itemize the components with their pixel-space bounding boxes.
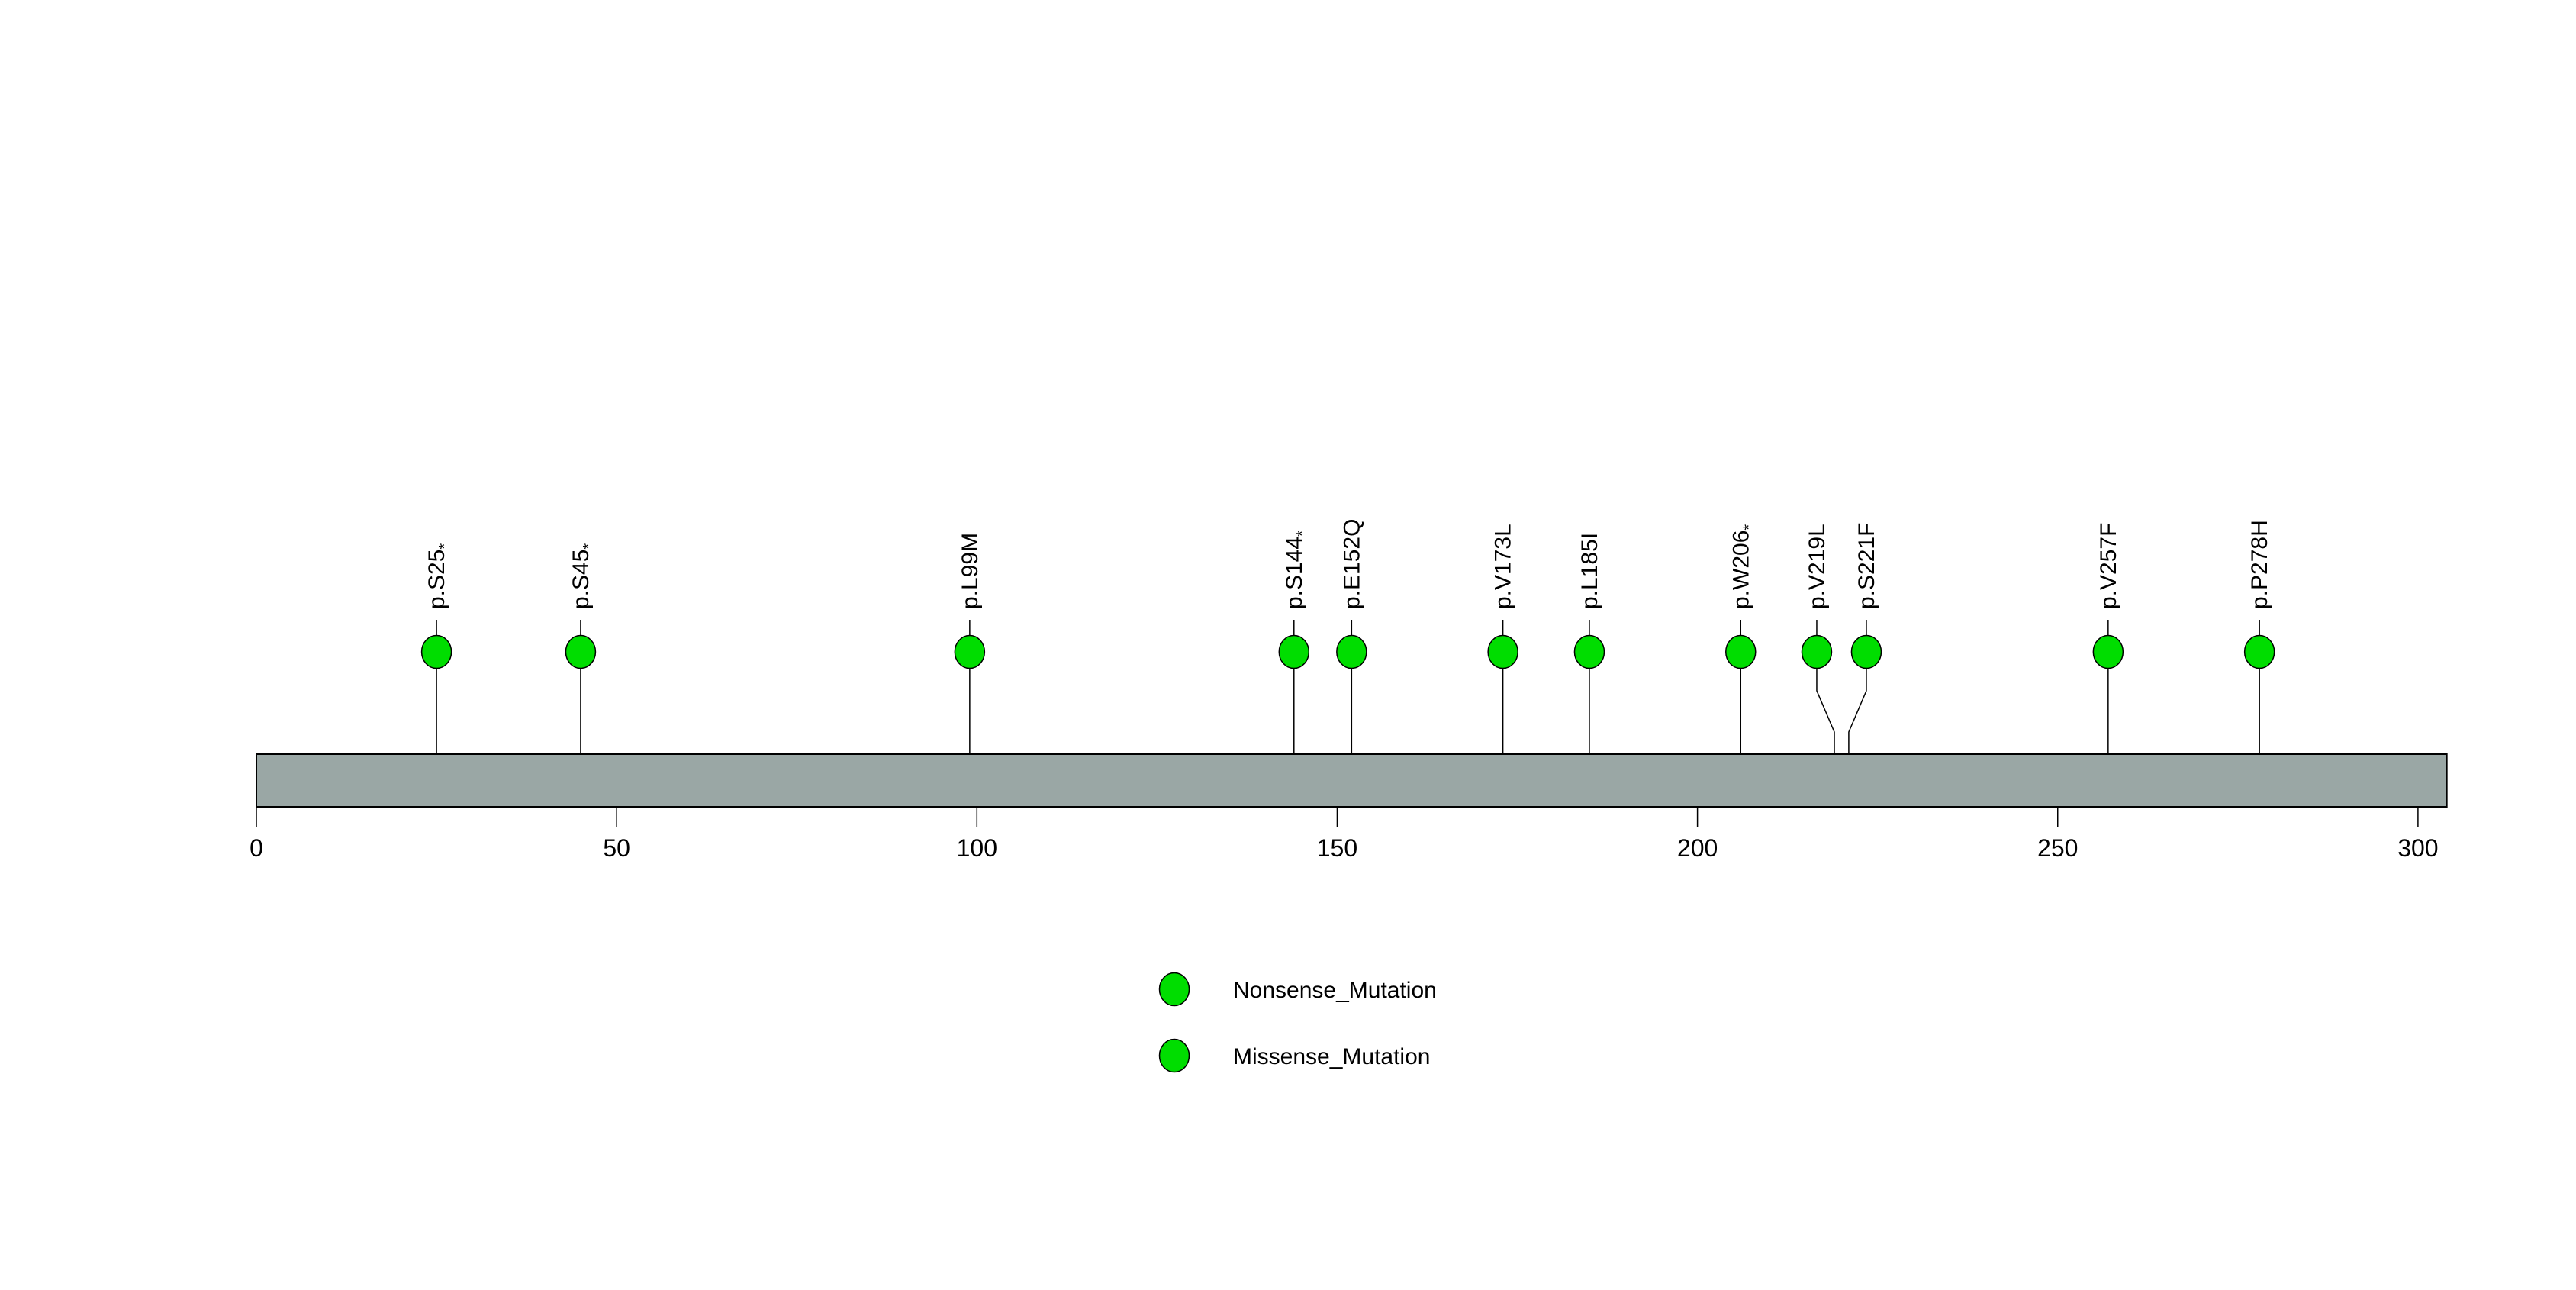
mutation-label: p.S25* <box>424 543 453 609</box>
mutation-label: p.V219L <box>1805 524 1830 609</box>
lollipop-circle <box>420 634 452 669</box>
axis-tick-label: 250 <box>2037 834 2078 862</box>
lollipop-circles-group <box>420 634 2275 669</box>
axis-tick-label: 150 <box>1317 834 1357 862</box>
mutation-label: p.L99M <box>958 533 983 609</box>
x-axis-group: 0 50 100 150 200 250 300 <box>250 807 2439 862</box>
axis-tick-label: 200 <box>1677 834 1718 862</box>
lollipop-circle <box>1487 634 1518 669</box>
lollipop-circle <box>1278 634 1310 669</box>
legend-swatch-icon <box>1158 972 1190 1007</box>
mutation-label: p.S221F <box>1854 523 1879 609</box>
lollipop-circle <box>1850 634 1882 669</box>
gene-body-group <box>256 753 2448 808</box>
axis-tick-label: 50 <box>603 834 630 862</box>
axis-tick-label: 300 <box>2397 834 2438 862</box>
mutation-label: p.L185I <box>1577 533 1602 609</box>
legend-label: Nonsense_Mutation <box>1233 978 1437 1003</box>
mutation-label: p.S45* <box>568 543 597 609</box>
legend-swatch-icon <box>1158 1038 1190 1073</box>
lollipop-circle <box>565 634 597 669</box>
lollipop-circle <box>2243 634 2275 669</box>
stop-codon-asterisk: * <box>1740 524 1757 531</box>
mutation-label: p.W206* <box>1728 524 1757 609</box>
lollipop-circle <box>1725 634 1757 669</box>
lollipop-circle <box>2092 634 2124 669</box>
mutation-labels-group: p.S25* p.S45* p.L99M p.S144* p.E152Q p.V173L p… <box>424 519 2272 609</box>
axis-tick-label: 100 <box>957 834 997 862</box>
mutation-label: p.E152Q <box>1339 519 1364 609</box>
mutation-label: p.S144* <box>1282 531 1311 609</box>
lollipop-circle <box>1801 634 1833 669</box>
mutation-label: p.V257F <box>2096 523 2121 609</box>
stop-codon-asterisk: * <box>436 543 453 550</box>
legend-label: Missense_Mutation <box>1233 1044 1430 1069</box>
mutation-label: p.P278H <box>2247 520 2272 609</box>
gene-body-bar <box>256 753 2448 808</box>
mutation-label: p.V173L <box>1491 524 1516 609</box>
stop-codon-asterisk: * <box>581 543 597 550</box>
lollipop-circle <box>954 634 986 669</box>
axis-tick-label: 0 <box>250 834 263 862</box>
lollipop-circle <box>1573 634 1605 669</box>
stop-codon-asterisk: * <box>1294 531 1311 537</box>
lollipop-circle <box>1336 634 1367 669</box>
